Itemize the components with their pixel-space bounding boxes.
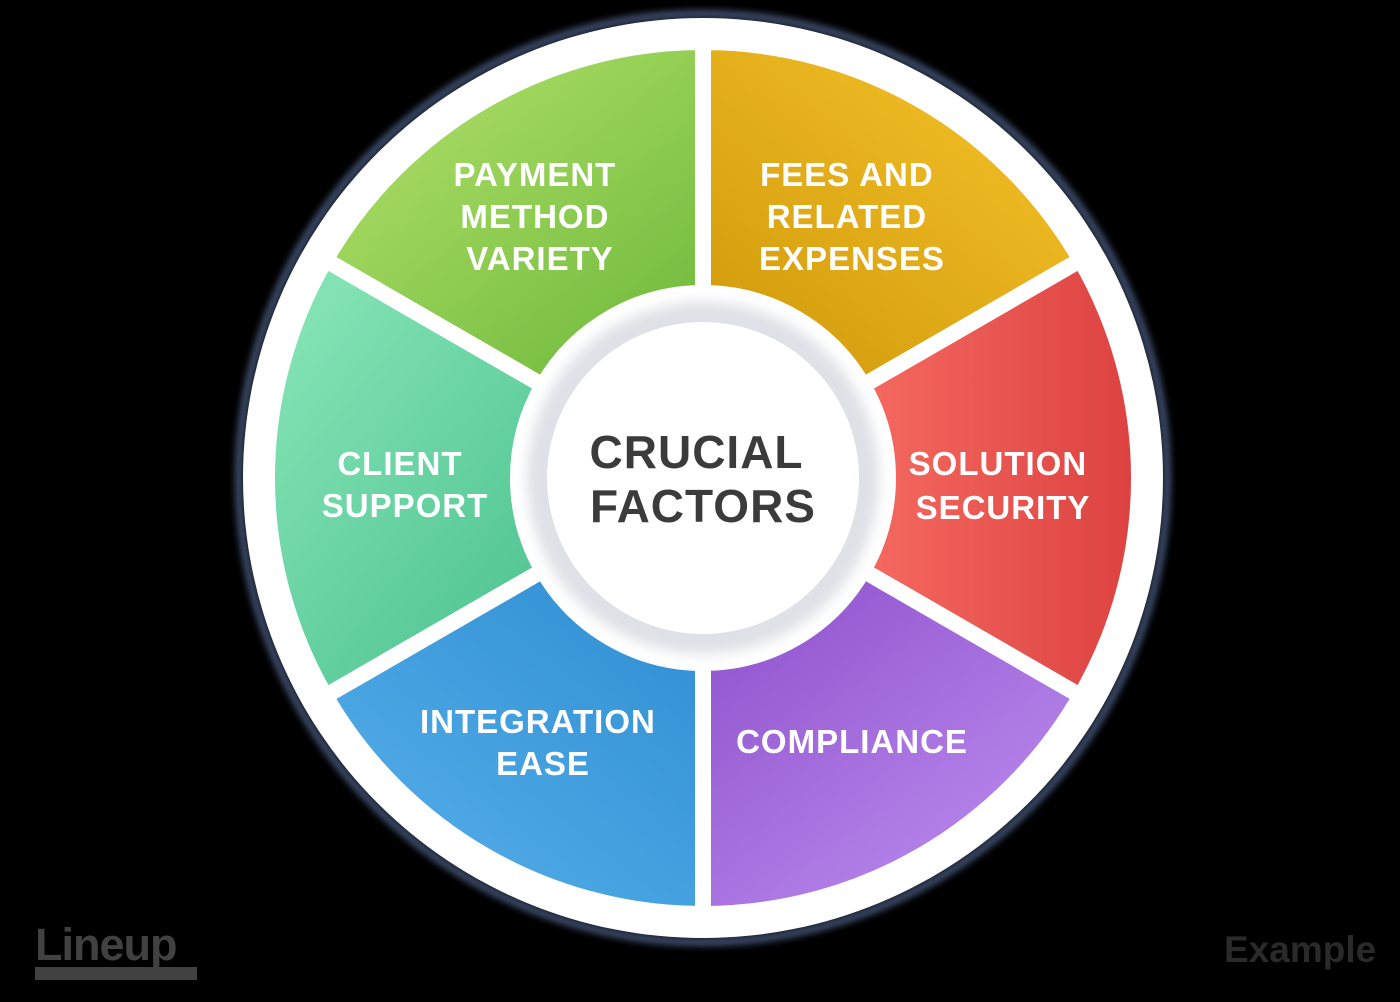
label-compliance: COMPLIANCE — [736, 723, 968, 760]
segment-solution-security — [855, 252, 1147, 704]
label-line: METHOD — [460, 198, 609, 235]
center-title: CRUCIAL FACTORS — [590, 426, 817, 532]
label-line: INTEGRATION — [420, 703, 656, 740]
center-title-line: FACTORS — [590, 480, 816, 532]
label-solution-security: SOLUTION SECURITY — [909, 445, 1098, 526]
label-line: CLIENT — [337, 445, 462, 482]
label-client-support: CLIENT SUPPORT — [322, 445, 489, 524]
label-line: SUPPORT — [322, 487, 489, 524]
label-line: RELATED — [767, 198, 927, 235]
watermark-right-text: Example — [1224, 929, 1376, 970]
label-line: FEES AND — [760, 156, 934, 193]
label-integration-ease: INTEGRATION EASE — [420, 703, 666, 782]
label-line: EXPENSES — [759, 240, 945, 277]
segment-fees-and-related-expenses — [695, 34, 1089, 394]
label-fees-and-related-expenses: FEES AND RELATED EXPENSES — [759, 156, 945, 277]
center-circle — [547, 322, 859, 634]
center-title-line: CRUCIAL — [590, 426, 803, 478]
segment-payment-method-variety — [317, 34, 711, 394]
segment-compliance — [695, 562, 1089, 922]
label-line: COMPLIANCE — [736, 723, 968, 760]
brand-logo-left-underline — [35, 967, 197, 980]
brand-logo-left-text: Lineup — [35, 919, 176, 970]
brand-logo-left: Lineup — [35, 919, 197, 980]
label-line: EASE — [496, 745, 590, 782]
segment-integration-ease — [317, 562, 711, 922]
label-line: VARIETY — [466, 240, 614, 277]
segment-client-support — [259, 252, 551, 704]
label-line: PAYMENT — [453, 156, 616, 193]
label-line: SECURITY — [916, 489, 1091, 526]
wheel-outline-halo — [235, 10, 1171, 946]
label-payment-method-variety: PAYMENT METHOD VARIETY — [453, 156, 626, 277]
label-line: SOLUTION — [909, 445, 1088, 482]
